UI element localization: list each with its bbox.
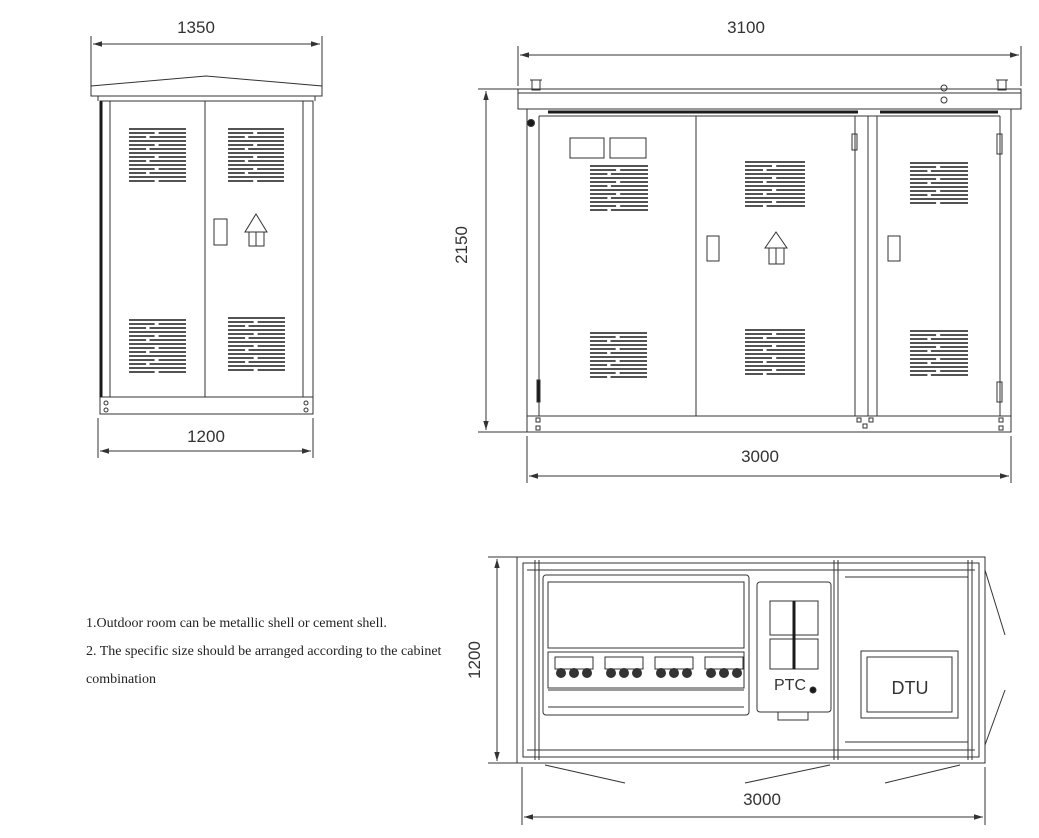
nameplate-1 [569, 137, 605, 159]
front-handle-2 [887, 235, 901, 262]
front-roof [517, 88, 1022, 110]
dtu-label: DTU [892, 678, 929, 698]
note-2: 2. The specific size should be arranged … [86, 644, 442, 687]
dim-left-top: 1350 [90, 18, 323, 88]
dtu-cabinet [860, 650, 959, 719]
front-handle-1 [706, 235, 720, 262]
plan-frame [516, 556, 986, 764]
nameplate-2 [609, 137, 647, 159]
side-roof [90, 75, 323, 97]
dim-plan-depth-label: 1200 [465, 641, 484, 679]
note-1: 1.Outdoor room can be metallic shell or … [86, 616, 387, 631]
dim-right-bottom: 3000 [526, 436, 1012, 483]
plan-view: PTC DTU 1200 3000 [465, 556, 1006, 825]
dim-plan-depth: 1200 [465, 556, 517, 764]
switchgear-block [542, 574, 750, 716]
dim-plan-width: 3000 [521, 767, 986, 825]
dim-right-top-label: 3100 [727, 18, 765, 37]
front-elevation: 3100 [452, 18, 1022, 483]
dim-plan-width-label: 3000 [743, 790, 781, 809]
front-louvres [590, 161, 968, 378]
notes-list: 1.Outdoor room can be metallic shell or … [86, 610, 456, 694]
dim-left-bottom-label: 1200 [187, 427, 225, 446]
side-handle [213, 218, 228, 246]
ptc-label: PTC [774, 677, 806, 694]
dim-right-bottom-label: 3000 [741, 447, 779, 466]
dim-left-bottom: 1200 [97, 418, 314, 458]
dim-right-height-label: 2150 [452, 226, 471, 264]
dim-right-height: 2150 [452, 88, 527, 433]
dim-right-top: 3100 [517, 18, 1022, 86]
front-body [526, 108, 1012, 433]
side-louvres [129, 128, 285, 373]
dim-left-top-label: 1350 [177, 18, 215, 37]
side-elevation: 1350 1200 [90, 18, 323, 458]
breaker-row [554, 656, 744, 678]
